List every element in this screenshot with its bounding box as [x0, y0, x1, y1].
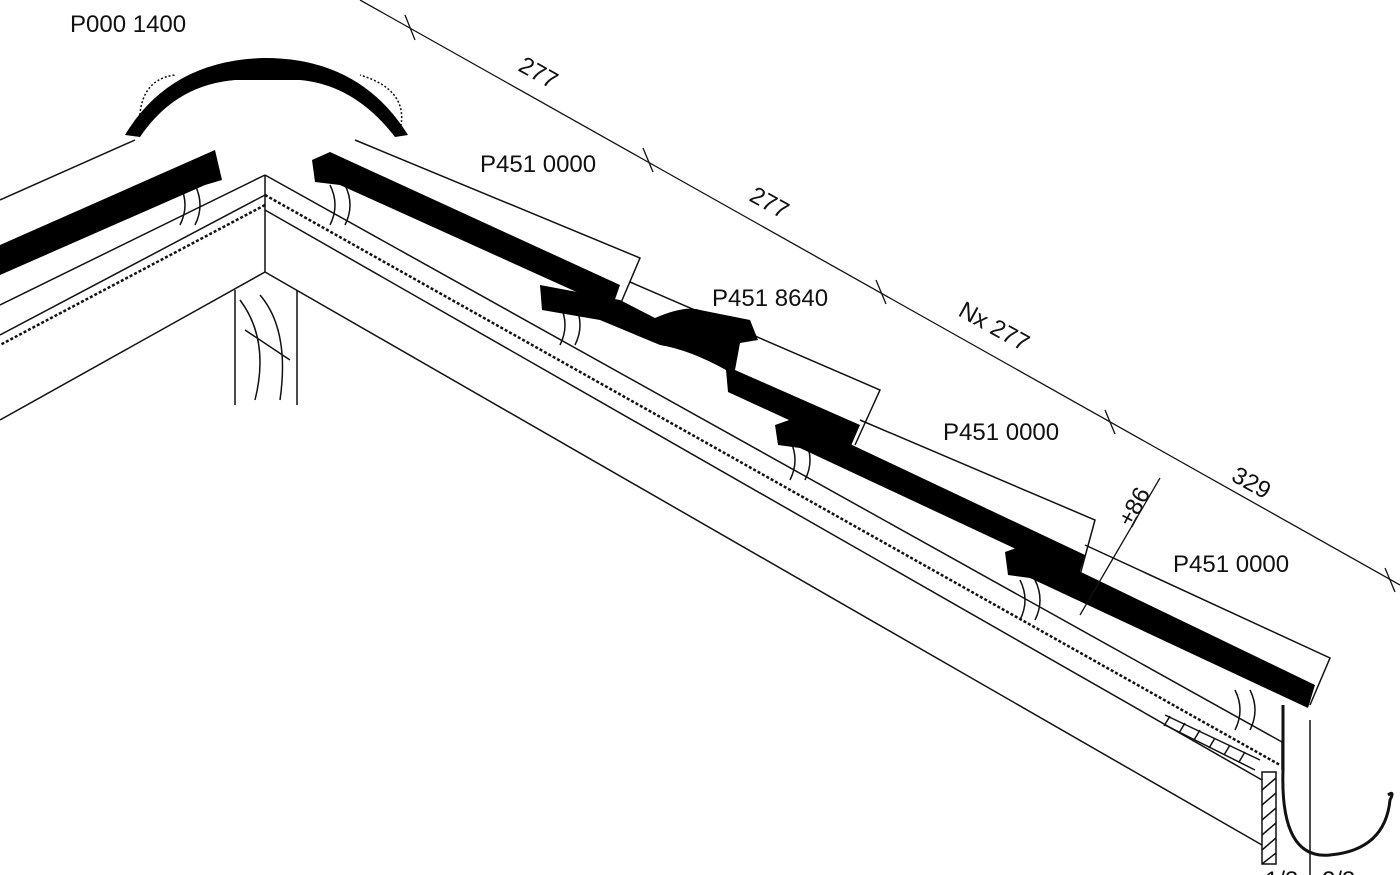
dim-overlap: ±86 [1113, 483, 1156, 531]
tile-label-3: P451 0000 [1173, 551, 1289, 578]
tile-left [0, 150, 222, 275]
tile-3 [1005, 545, 1315, 708]
gutter-ratio-left: 1/3 [1265, 867, 1298, 875]
dim-nx-277: Nx 277 [954, 297, 1034, 357]
tile-1 [312, 152, 620, 308]
vent-tile-label: P451 8640 [712, 285, 828, 312]
tiles [0, 58, 1315, 708]
ridge-tile-label: P000 1400 [70, 11, 186, 38]
gutter-ratio-right: 2/3 [1322, 867, 1355, 875]
dimension-lines [359, 0, 1400, 616]
tile-label-1: P451 0000 [480, 151, 596, 178]
gutter [1281, 705, 1394, 857]
tile-2 [775, 418, 1085, 578]
fascia-board [1261, 771, 1277, 865]
roof-structure [0, 74, 1394, 875]
vent-tile [540, 285, 860, 448]
dim-277-2: 277 [745, 182, 793, 225]
dim-329: 329 [1227, 462, 1275, 505]
tile-label-2: P451 0000 [943, 419, 1059, 446]
ridge-tile [125, 58, 408, 137]
membrane [264, 193, 1281, 767]
dim-277-1: 277 [514, 52, 562, 95]
